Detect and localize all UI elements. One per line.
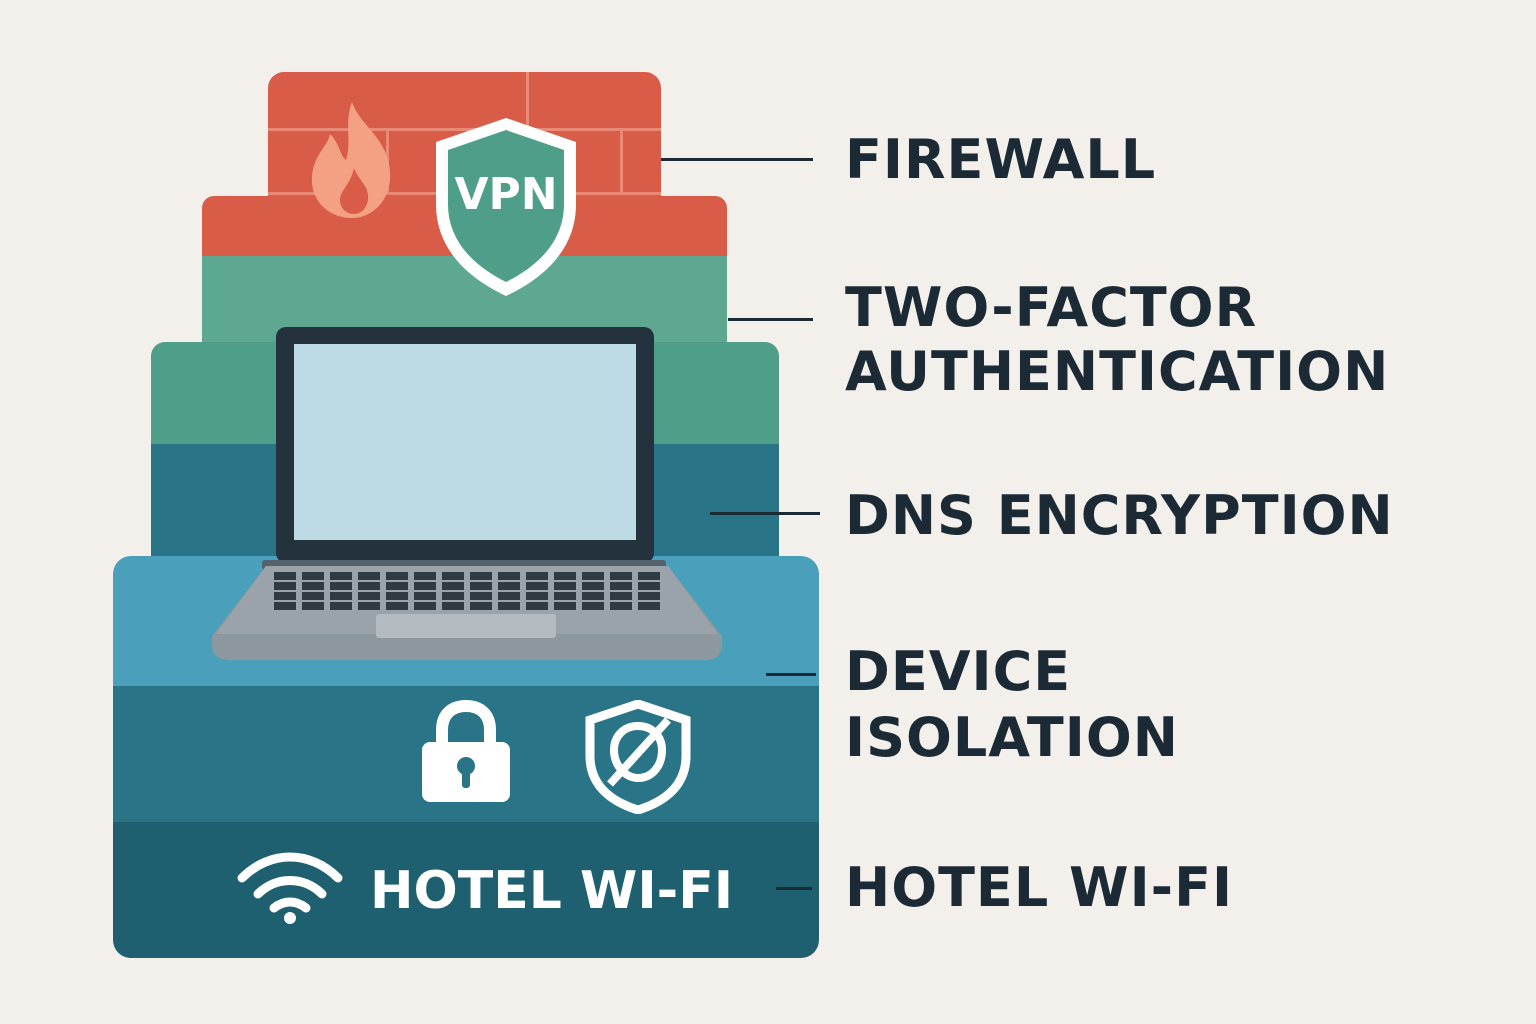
label-two-factor-line1: TWO-FACTOR xyxy=(845,276,1258,339)
fire-icon xyxy=(311,102,391,218)
leader-device-isolation xyxy=(766,673,816,676)
label-hotel-wifi: HOTEL WI-FI xyxy=(845,856,1234,919)
lock-icon xyxy=(422,700,510,802)
label-device-line2: ISOLATION xyxy=(845,706,1179,769)
laptop-keys xyxy=(274,572,662,610)
shield-block-icon xyxy=(585,700,691,814)
label-firewall: FIREWALL xyxy=(845,128,1157,191)
leader-two-factor xyxy=(728,318,813,321)
laptop-screen xyxy=(294,344,636,540)
vpn-shield-icon xyxy=(436,118,576,296)
wifi-icon xyxy=(237,852,343,924)
leader-hotel-wifi xyxy=(776,887,812,890)
laptop-hinge xyxy=(262,560,666,570)
label-two-factor-line2: AUTHENTICATION xyxy=(845,340,1390,403)
leader-firewall xyxy=(661,158,813,161)
leader-dns xyxy=(710,512,820,515)
hotel-wifi-layer xyxy=(113,822,819,958)
base-layer-label: HOTEL WI-FI xyxy=(370,861,734,921)
label-dns-encryption: DNS ENCRYPTION xyxy=(845,484,1394,547)
vpn-badge-label: VPN xyxy=(454,169,558,220)
label-device-line1: DEVICE xyxy=(845,640,1072,703)
